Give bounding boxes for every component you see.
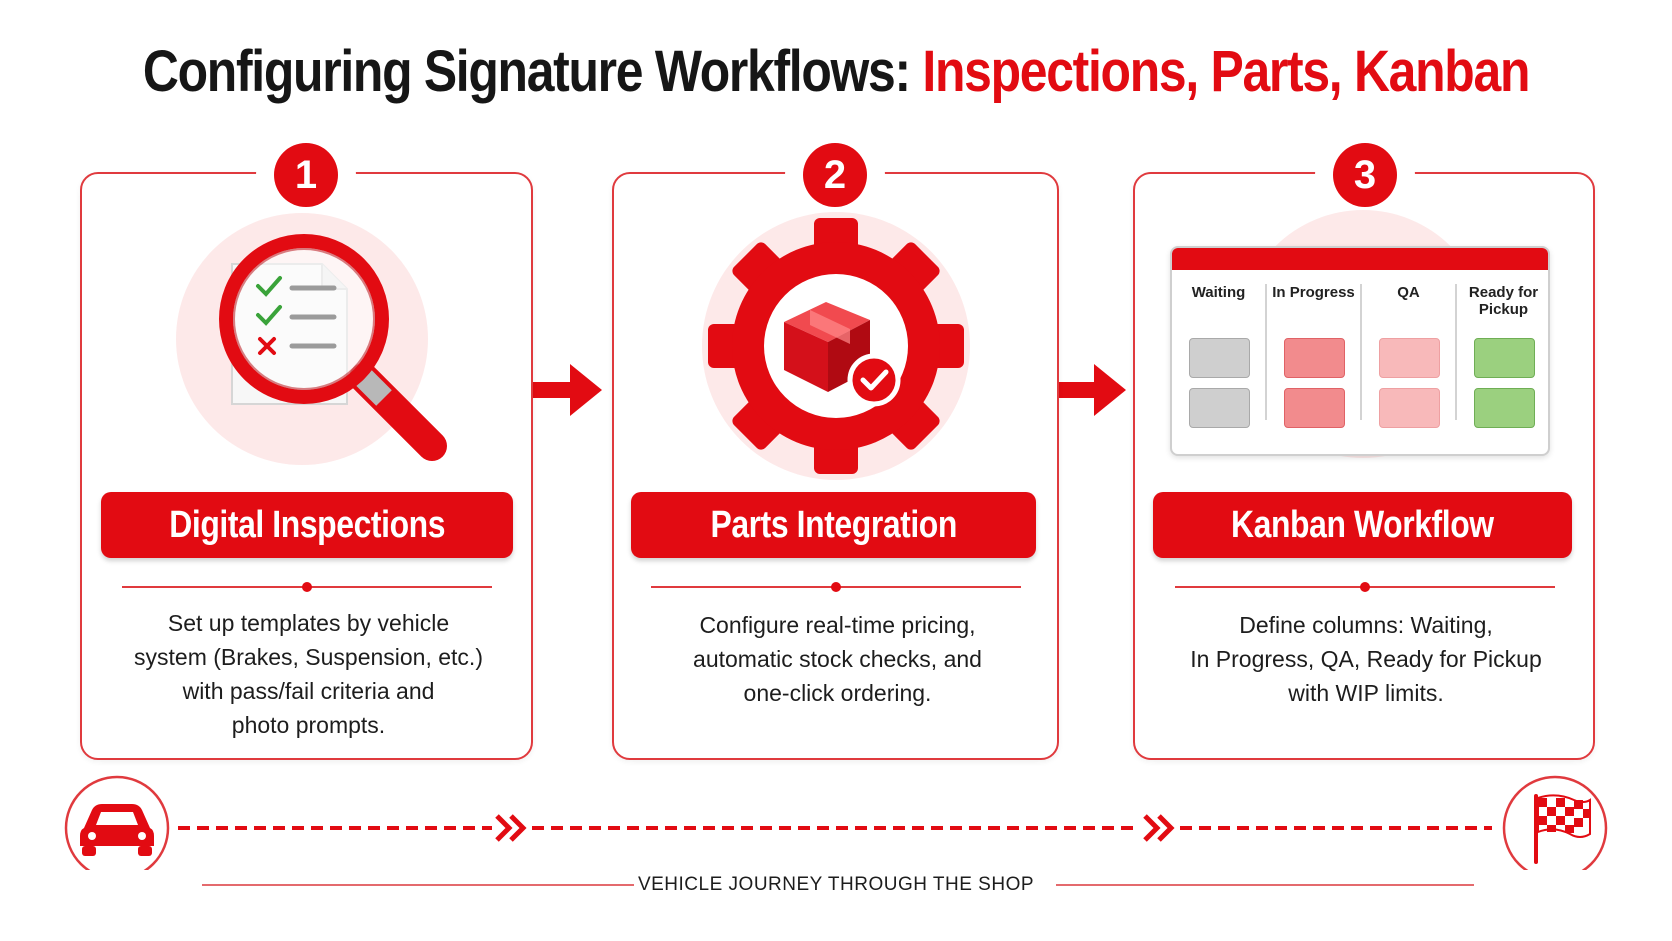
step-label: Kanban Workflow: [1153, 492, 1572, 558]
kanban-column-title: QA: [1397, 284, 1420, 301]
checkered-flag-icon: [1502, 775, 1608, 870]
kanban-separator: [1360, 284, 1362, 420]
kanban-column: Waiting: [1172, 270, 1265, 454]
kanban-header-bar: [1172, 248, 1548, 270]
kanban-column: In Progress: [1267, 270, 1360, 454]
kanban-card: [1379, 338, 1440, 378]
kanban-card: [1379, 388, 1440, 428]
kanban-separator: [1455, 284, 1457, 420]
arrow-right-icon: [532, 364, 602, 416]
kanban-card: [1474, 388, 1535, 428]
divider: [1175, 582, 1555, 592]
divider: [651, 582, 1021, 592]
kanban-column-title: In Progress: [1272, 284, 1355, 301]
kanban-column: Ready for Pickup: [1457, 270, 1548, 454]
kanban-card: [1284, 388, 1345, 428]
step-number-badge: 1: [274, 143, 338, 207]
journey-track: [64, 775, 1608, 870]
page-title: Configuring Signature Workflows: Inspect…: [117, 38, 1555, 105]
kanban-board: Waiting In Progress QA Ready for Pickup: [1170, 246, 1550, 456]
kanban-column-title: Ready for Pickup: [1468, 284, 1539, 318]
title-highlight: Inspections, Parts, Kanban: [922, 39, 1530, 104]
kanban-column-title: Waiting: [1191, 284, 1246, 301]
gear-box-icon: [702, 212, 970, 480]
kanban-card: [1189, 388, 1250, 428]
step-label: Digital Inspections: [101, 492, 513, 558]
kanban-card: [1474, 338, 1535, 378]
step-number-badge: 3: [1333, 143, 1397, 207]
kanban-card: [1189, 338, 1250, 378]
kanban-column: QA: [1362, 270, 1455, 454]
step-label: Parts Integration: [631, 492, 1036, 558]
journey-rule-left: [202, 884, 634, 886]
divider: [122, 582, 492, 592]
step-description: Define columns: Waiting, In Progress, QA…: [1190, 612, 1542, 706]
step-card-digital-inspections: 1 Digital Inspections Set up templates b…: [80, 143, 533, 760]
journey-label: VEHICLE JOURNEY THROUGH THE SHOP: [637, 874, 1035, 895]
car-icon: [64, 775, 170, 870]
step-description: Set up templates by vehicle system (Brak…: [134, 610, 483, 738]
title-main: Configuring Signature Workflows:: [142, 39, 911, 104]
step-number-badge: 2: [803, 143, 867, 207]
magnifier-checklist-icon: [176, 213, 447, 465]
journey-rule-right: [1056, 884, 1474, 886]
step-card-parts-integration: 2 Parts Integration Co: [612, 143, 1059, 760]
arrow-right-icon: [1056, 364, 1126, 416]
kanban-card: [1284, 338, 1345, 378]
step-description: Configure real-time pricing, automatic s…: [693, 612, 982, 706]
kanban-separator: [1265, 284, 1267, 420]
